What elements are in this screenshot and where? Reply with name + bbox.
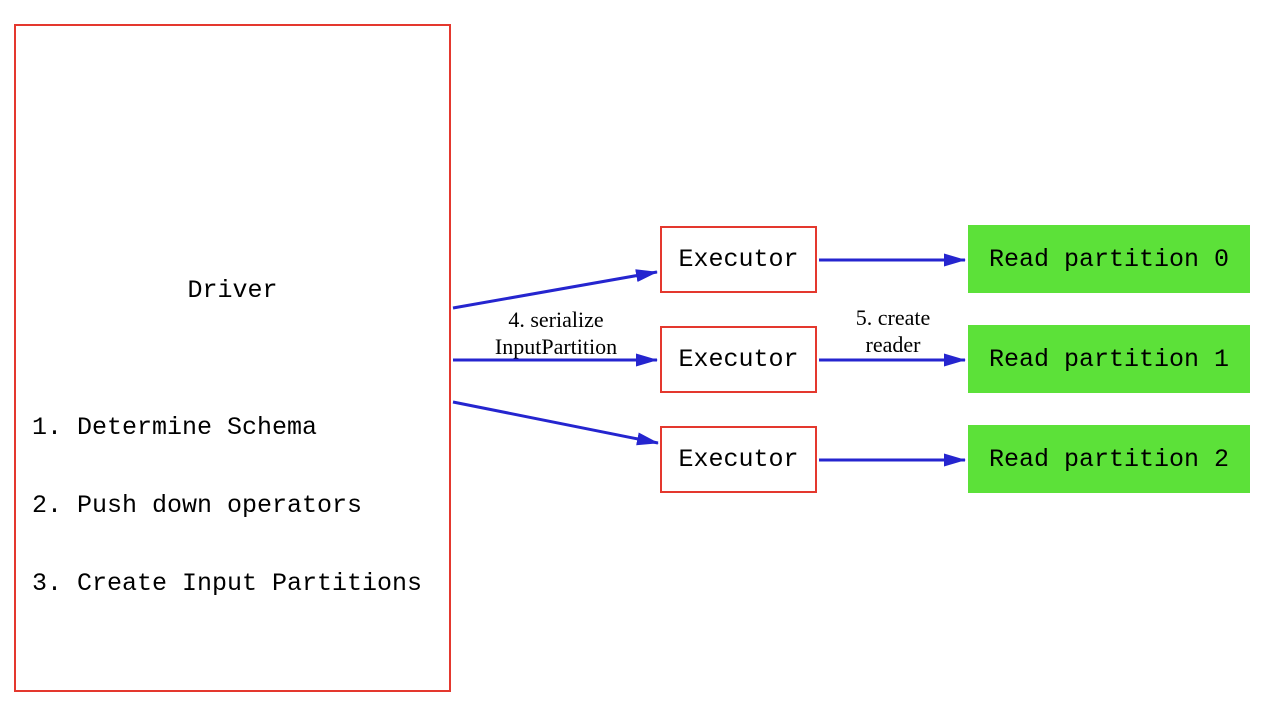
- read-partition-node-1: Read partition 1: [968, 325, 1250, 393]
- driver-steps: 1. Determine Schema 2. Push down operato…: [32, 363, 422, 649]
- executor-node-0: Executor: [660, 226, 817, 293]
- executor-node-1: Executor: [660, 326, 817, 393]
- driver-step: 3. Create Input Partitions: [32, 569, 423, 598]
- driver-node: Driver 1. Determine Schema 2. Push down …: [14, 24, 451, 692]
- edge-label-serialize-inputpartition: 4. serialize InputPartition: [446, 306, 666, 360]
- edge-label-line: reader: [865, 332, 921, 357]
- read-partition-node-2: Read partition 2: [968, 425, 1250, 493]
- driver-title: Driver: [187, 276, 278, 305]
- edge-label-create-reader: 5. create reader: [813, 304, 973, 358]
- edge-label-line: 5. create: [855, 305, 931, 330]
- driver-step: 2. Push down operators: [32, 491, 363, 520]
- executor-node-2: Executor: [660, 426, 817, 493]
- edge-label-line: 4. serialize: [508, 307, 604, 332]
- read-partition-node-0: Read partition 0: [968, 225, 1250, 293]
- arrow-driver-to-executor-0: [452, 269, 658, 310]
- arrow-driver-to-executor-2: [452, 400, 659, 446]
- driver-step: 1. Determine Schema: [32, 413, 318, 442]
- edge-label-line: InputPartition: [494, 334, 618, 359]
